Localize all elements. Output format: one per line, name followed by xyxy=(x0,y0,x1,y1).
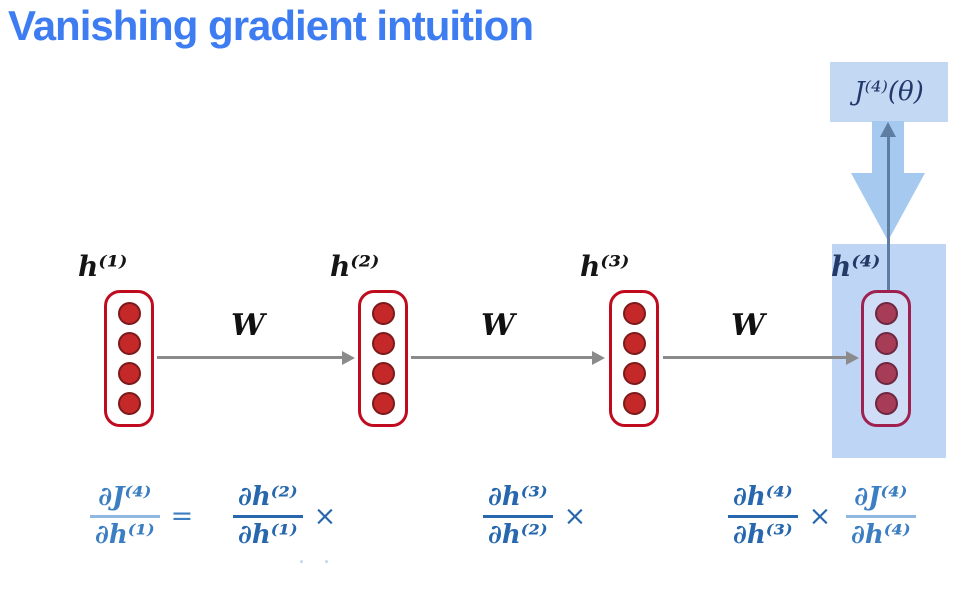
neuron-circle xyxy=(622,392,646,415)
neuron-circle xyxy=(874,362,898,385)
up-arrow-line xyxy=(887,134,890,292)
hidden-state-node-1 xyxy=(104,290,154,427)
equation-term-2: ∂h⁽²⁾ ∂h⁽¹⁾ × xyxy=(233,482,336,551)
fraction-numerator: ∂h⁽³⁾ xyxy=(488,482,548,512)
recurrence-arrow-1 xyxy=(157,350,355,365)
neuron-circle xyxy=(371,362,395,385)
slide-title: Vanishing gradient intuition xyxy=(8,2,534,49)
fraction-numerator: ∂h⁽²⁾ xyxy=(238,482,298,512)
neuron-circle xyxy=(117,392,141,415)
recurrence-arrow-2 xyxy=(411,350,605,365)
neuron-circle xyxy=(117,332,141,355)
fraction-numerator: ∂h⁽⁴⁾ xyxy=(733,482,793,512)
neuron-circle xyxy=(371,392,395,415)
hidden-state-node-2 xyxy=(358,290,408,427)
equation-term-3: ∂h⁽³⁾ ∂h⁽²⁾ × xyxy=(483,482,586,551)
hidden-state-node-3 xyxy=(609,290,659,427)
weight-label-2: W xyxy=(481,308,515,343)
fraction-denominator: ∂h⁽⁴⁾ xyxy=(846,515,916,551)
neuron-circle xyxy=(371,332,395,355)
multiply-operator: × xyxy=(313,501,337,533)
fraction: ∂J⁽⁴⁾ ∂h⁽¹⁾ xyxy=(90,482,160,551)
up-arrow-head xyxy=(880,122,896,137)
fraction-denominator: ∂h⁽³⁾ xyxy=(728,515,798,551)
node-label-h1: h⁽¹⁾ xyxy=(78,250,128,283)
fraction: ∂h⁽⁴⁾ ∂h⁽³⁾ xyxy=(728,482,798,551)
weight-label-3: W xyxy=(731,308,765,343)
fraction: ∂h⁽³⁾ ∂h⁽²⁾ xyxy=(483,482,553,551)
faded-ellipsis: · · xyxy=(299,552,337,572)
node-label-h3: h⁽³⁾ xyxy=(580,250,630,283)
equation-term-4: ∂h⁽⁴⁾ ∂h⁽³⁾ × xyxy=(728,482,831,551)
fraction-denominator: ∂h⁽²⁾ xyxy=(483,515,553,551)
multiply-operator: × xyxy=(563,501,587,533)
recurrence-arrow-3 xyxy=(663,350,859,365)
neuron-circle xyxy=(874,332,898,355)
neuron-circle xyxy=(874,302,898,325)
equals-operator: = xyxy=(170,501,194,533)
neuron-circle xyxy=(622,362,646,385)
neuron-circle xyxy=(622,302,646,325)
weight-label-1: W xyxy=(231,308,265,343)
loss-box: J⁽⁴⁾(θ) xyxy=(830,62,948,122)
fraction-denominator: ∂h⁽¹⁾ xyxy=(233,515,303,551)
equation-term-1: ∂J⁽⁴⁾ ∂h⁽¹⁾ = xyxy=(90,482,193,551)
neuron-circle xyxy=(117,302,141,325)
neuron-circle xyxy=(874,392,898,415)
multiply-operator: × xyxy=(808,501,832,533)
hidden-state-node-4 xyxy=(861,290,911,427)
fraction-numerator: ∂J⁽⁴⁾ xyxy=(854,482,908,512)
node-label-h2: h⁽²⁾ xyxy=(330,250,380,283)
neuron-circle xyxy=(117,362,141,385)
loss-label: J⁽⁴⁾(θ) xyxy=(854,77,924,107)
node-label-h4: h⁽⁴⁾ xyxy=(831,250,881,283)
equation-term-5: ∂J⁽⁴⁾ ∂h⁽⁴⁾ xyxy=(846,482,916,551)
fraction: ∂h⁽²⁾ ∂h⁽¹⁾ xyxy=(233,482,303,551)
backprop-up-arrow-icon xyxy=(879,122,897,292)
neuron-circle xyxy=(371,302,395,325)
fraction: ∂J⁽⁴⁾ ∂h⁽⁴⁾ xyxy=(846,482,916,551)
fraction-numerator: ∂J⁽⁴⁾ xyxy=(98,482,152,512)
neuron-circle xyxy=(622,332,646,355)
fraction-denominator: ∂h⁽¹⁾ xyxy=(90,515,160,551)
